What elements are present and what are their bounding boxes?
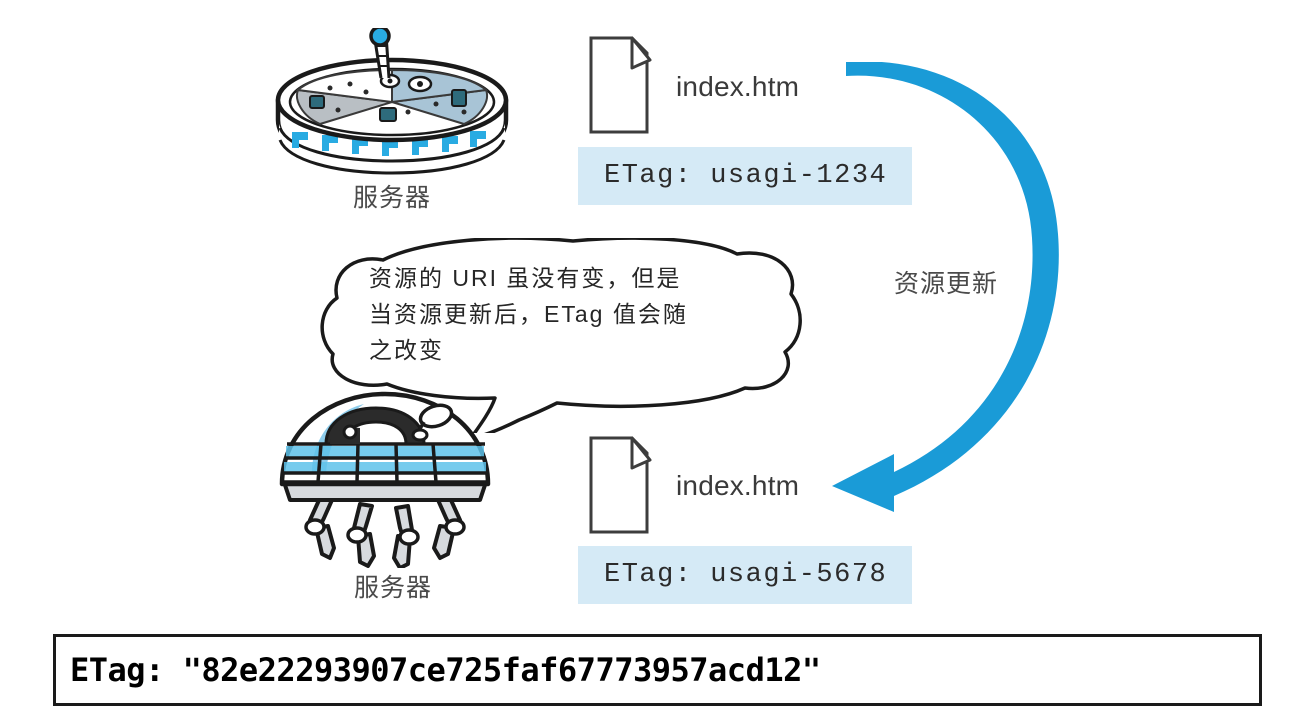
top-etag-chip: ETag: usagi-1234 bbox=[578, 147, 912, 205]
speech-bubble: 资源的 URI 虽没有变，但是 当资源更新后，ETag 值会随 之改变 bbox=[305, 236, 815, 440]
flow-label: 资源更新 bbox=[894, 270, 999, 298]
bottom-etag-chip: ETag: usagi-5678 bbox=[578, 546, 912, 604]
top-server-illustration bbox=[268, 25, 516, 178]
etag-banner-text: ETag: "82e22293907ce725faf67773957acd12" bbox=[70, 651, 821, 689]
speech-bubble-lines: 资源的 URI 虽没有变，但是 当资源更新后，ETag 值会随 之改变 bbox=[369, 260, 688, 368]
top-server-label: 服务器 bbox=[352, 184, 431, 212]
curved-arrow-down-left-icon bbox=[832, 61, 1059, 512]
top-file-label: index.htm bbox=[676, 71, 800, 102]
document-page-icon bbox=[589, 436, 652, 534]
top-file-icon-wrap bbox=[588, 35, 660, 140]
bottom-file-label: index.htm bbox=[676, 470, 800, 501]
speech-line-2: 当资源更新后，ETag 值会随 bbox=[369, 301, 688, 327]
speech-bubble-icon bbox=[320, 236, 802, 440]
etag-banner: ETag: "82e22293907ce725faf67773957acd12" bbox=[53, 634, 1262, 706]
bottom-file-icon-wrap bbox=[588, 435, 660, 540]
speech-line-3: 之改变 bbox=[369, 337, 444, 363]
bottom-server-label: 服务器 bbox=[353, 574, 432, 602]
ufo-saucer-server-icon bbox=[275, 25, 509, 175]
bottom-server-illustration bbox=[268, 388, 518, 570]
speech-line-1: 资源的 URI 虽没有变，但是 bbox=[369, 265, 682, 291]
flow-arrow bbox=[820, 61, 1080, 512]
dome-robot-server-icon bbox=[279, 391, 491, 570]
document-page-icon bbox=[589, 36, 652, 134]
